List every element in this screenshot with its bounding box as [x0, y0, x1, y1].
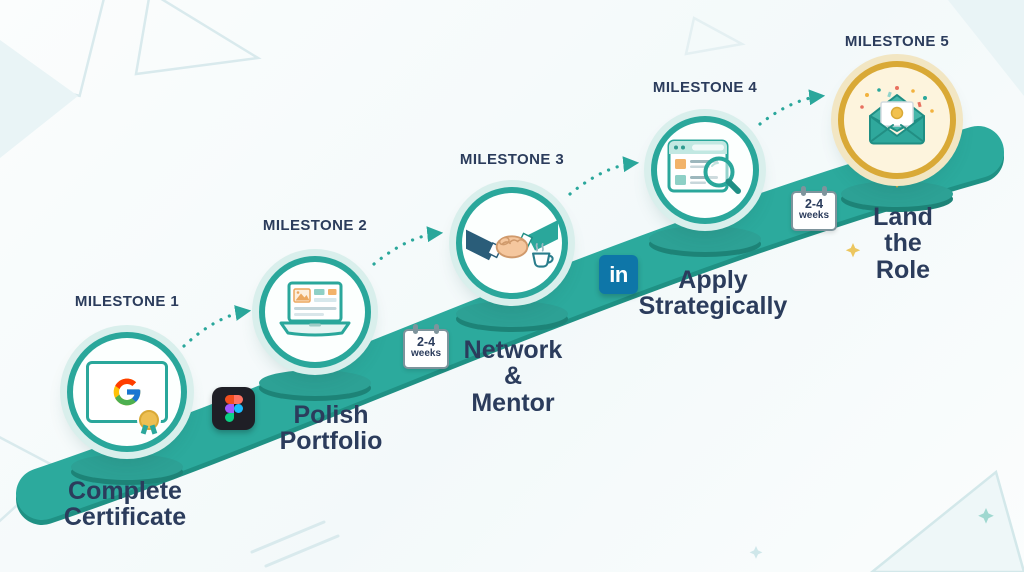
duration-unit: weeks: [410, 348, 442, 360]
milestone-4-label: MILESTONE 4: [652, 79, 758, 96]
steam-icon: [535, 243, 544, 252]
sparkle-icon: [749, 546, 763, 559]
milestone-4-circle: [651, 116, 759, 224]
calendar-badge-2: 2-4 weeks: [791, 186, 837, 231]
duration-unit: weeks: [798, 210, 830, 222]
sparkle-icon: [978, 508, 994, 524]
arrow-4-to-5: [758, 89, 826, 126]
milestone-3-label: MILESTONE 3: [459, 151, 565, 168]
portfolio-laptop-icon: [279, 281, 351, 337]
duration-range: 2-4: [416, 335, 436, 349]
google-logo-icon: [113, 378, 141, 406]
arrow-3-to-4: [568, 156, 640, 196]
milestone-1-label: MILESTONE 1: [74, 293, 180, 310]
confetti-icon: [860, 86, 934, 113]
linkedin-icon: in: [599, 255, 638, 294]
milestone-4-title: Apply Strategically: [638, 266, 788, 321]
milestone-3-title: Network & Mentor: [463, 336, 563, 417]
arrow-2-to-3: [372, 226, 444, 266]
calendar-badge-1: 2-4 weeks: [403, 324, 449, 369]
linkedin-logo-text: in: [609, 261, 628, 287]
handshake-coffee-icon: [466, 220, 558, 268]
milestone-1-title: Complete Certificate: [63, 477, 187, 532]
google-certificate-icon: [86, 361, 168, 430]
ribbon-seal-icon: [139, 410, 159, 430]
milestone-5-label: MILESTONE 5: [844, 33, 950, 50]
job-search-magnifier-icon: [667, 139, 741, 194]
arrow-1-to-2: [182, 305, 252, 348]
duration-range: 2-4: [804, 197, 824, 211]
figma-icon: [212, 387, 255, 430]
milestone-5-title: Land the Role: [873, 203, 933, 284]
milestone-2-title: Polish Portfolio: [279, 401, 383, 456]
milestone-3-circle: [456, 187, 568, 299]
milestone-1-circle: [67, 332, 187, 452]
sparkle-icon: [845, 243, 861, 258]
milestone-5-circle: [838, 61, 956, 179]
coffee-cup-icon: [532, 252, 551, 268]
offer-letter-envelope-icon: [860, 86, 934, 145]
milestone-2-label: MILESTONE 2: [262, 217, 368, 234]
milestone-2-circle: [259, 256, 371, 368]
